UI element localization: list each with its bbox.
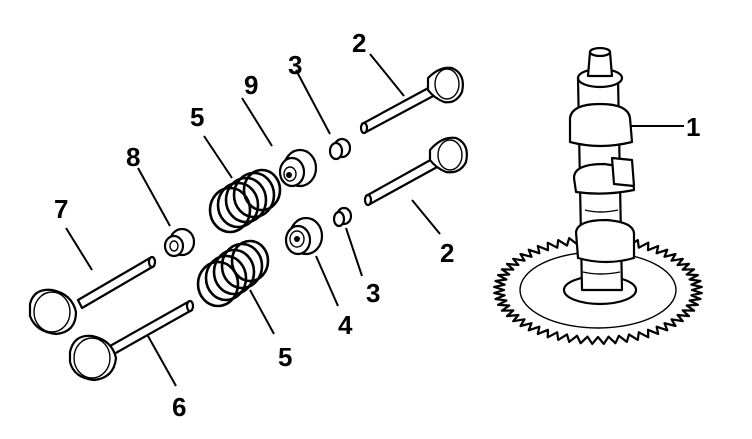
callout-4: 4 <box>338 310 353 340</box>
spring-upper <box>208 168 282 234</box>
callout-3-lower: 3 <box>366 278 380 308</box>
retainer-9 <box>278 148 318 188</box>
callout-8: 8 <box>126 142 140 172</box>
callout-5-upper: 5 <box>190 102 204 132</box>
valve-lower <box>363 136 468 207</box>
key-lower <box>332 206 353 228</box>
key-upper <box>328 137 352 161</box>
spring-lower <box>196 239 270 308</box>
retainer-4 <box>284 216 324 256</box>
callout-6: 6 <box>172 392 186 422</box>
callout-2-lower: 2 <box>440 238 454 268</box>
valve-7 <box>28 255 157 336</box>
callout-5-lower: 5 <box>278 342 292 372</box>
camshaft-part <box>493 46 703 345</box>
valve-upper <box>359 66 464 135</box>
valve-6 <box>68 299 195 382</box>
callout-9: 9 <box>244 70 258 100</box>
leader-lines <box>65 53 684 387</box>
callout-3-upper: 3 <box>288 50 302 80</box>
cap-8 <box>163 227 196 258</box>
callout-1: 1 <box>686 112 700 142</box>
callout-7: 7 <box>54 194 68 224</box>
callout-2-upper: 2 <box>352 28 366 58</box>
